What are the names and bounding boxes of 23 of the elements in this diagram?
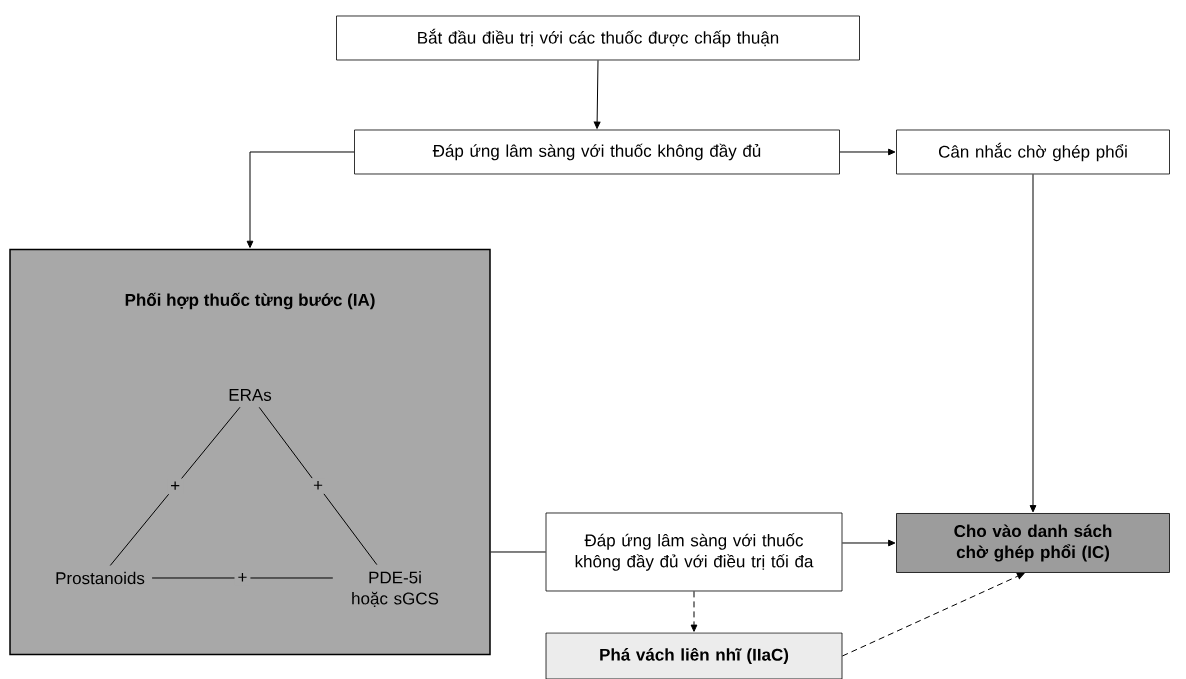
arrow xyxy=(1029,173,1037,513)
connector-line xyxy=(151,577,334,579)
arrow xyxy=(841,572,1025,657)
edge-label: + xyxy=(310,478,326,494)
process-box: Phá vách liên nhĩ (IIaC) xyxy=(545,632,843,679)
connector-line xyxy=(258,406,378,566)
drug-label: PDE-5i hoặc sGCS xyxy=(352,571,439,607)
arrow xyxy=(839,148,896,156)
edge-label: + xyxy=(167,478,184,495)
outcome-box: Cho vào danh sách chờ ghép phổi (IC) xyxy=(896,513,1170,573)
process-box: Đáp ứng lâm sàng với thuốc không đầy đủ xyxy=(354,129,840,175)
arrow xyxy=(841,539,896,547)
arrow xyxy=(690,590,698,632)
arrow xyxy=(593,59,601,129)
process-box: Bắt đầu điều trị với các thuốc được chấp thuận xyxy=(336,15,860,61)
arrow xyxy=(246,151,355,248)
drug-label: ERAs xyxy=(229,389,272,401)
edge-label: + xyxy=(234,570,251,586)
connector-line xyxy=(490,551,547,553)
connector-line xyxy=(109,406,241,566)
process-box: Cân nhắc chờ ghép phổi xyxy=(896,129,1170,175)
drug-label: Prostanoids xyxy=(56,571,145,585)
process-box: Đáp ứng lâm sàng với thuốc không đầy đủ với điều trị tối đa xyxy=(545,512,843,592)
